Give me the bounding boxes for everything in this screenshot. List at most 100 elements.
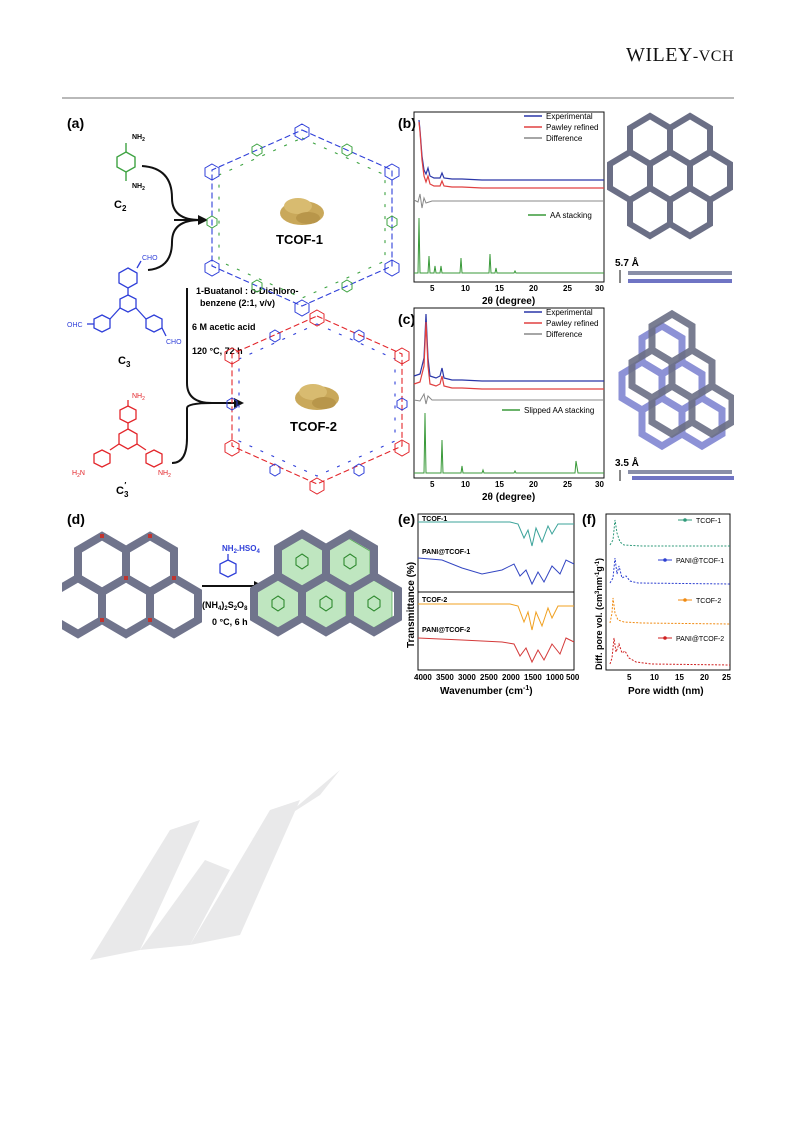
xlabel-c: 2θ (degree) — [482, 492, 535, 503]
legend-b-stacking: AA stacking — [550, 211, 592, 220]
panel-a-label: (a) — [67, 115, 84, 131]
tcof2-powder — [295, 384, 339, 410]
honeycomb-after-fill — [255, 537, 393, 631]
legend-c-pawley: Pawley refined — [546, 319, 598, 328]
legend-f-pani-tcof2: PANI@TCOF-2 — [676, 636, 724, 643]
tcof1-powder — [280, 198, 324, 225]
panel-f-label: (f) — [582, 511, 596, 527]
product-tcof1: TCOF-1 — [276, 232, 323, 247]
tick-c-15: 15 — [495, 480, 504, 489]
tcof2-nodes — [224, 309, 410, 495]
legend-c-experimental: Experimental — [546, 308, 593, 317]
condition-temp: 120 °C, 72 h — [192, 346, 243, 356]
honeycomb-before-accents — [100, 534, 176, 622]
c3-cho-right: CHO — [166, 339, 182, 346]
honeycomb-before — [62, 531, 202, 639]
tcof2-blue-linkers — [226, 329, 408, 477]
pxrd-c-pawley — [413, 321, 604, 390]
legend-f-pani-tcof1: PANI@TCOF-1 — [676, 558, 724, 565]
layer-c-bottom — [632, 476, 734, 480]
product-tcof2: TCOF-2 — [290, 419, 337, 434]
tick-e-1000: 1000 — [546, 673, 564, 682]
tick-b-25: 25 — [563, 284, 572, 293]
tick-e-3000: 3000 — [458, 673, 476, 682]
legend-c-difference: Difference — [546, 330, 583, 339]
xlabel-f: Pore width (nm) — [628, 686, 704, 697]
ftir-pani-tcof1 — [417, 557, 575, 586]
panel-e-plot: TCOF-1 PANI@TCOF-1 TCOF-2 PANI@TCOF-2 40… — [406, 513, 580, 697]
brace-bottom — [171, 402, 213, 464]
honeycomb-after — [250, 529, 402, 637]
tick-e-3500: 3500 — [436, 673, 454, 682]
tick-f-15: 15 — [675, 673, 684, 682]
panel-b-plot: Experimental Pawley refined Difference A… — [413, 111, 605, 307]
legend-b-difference: Difference — [546, 134, 583, 143]
pxrd-b-pawley — [418, 121, 604, 189]
legend-f-tcof2: TCOF-2 — [696, 598, 721, 605]
tick-b-5: 5 — [430, 284, 435, 293]
interlayer-b: 5.7 Å — [615, 256, 639, 269]
pxrd-c-difference — [413, 392, 604, 405]
c3p-h2n-left: H2N — [72, 470, 85, 479]
condition-acid: 6 M acetic acid — [192, 322, 256, 332]
monomer-c3-prime — [93, 400, 163, 468]
arrow-top-head — [198, 215, 208, 225]
reaction-conditions: 1-Buatanol : o-Dichloro- benzene (2:1, v… — [192, 286, 299, 356]
interlayer-c: 3.5 Å — [615, 456, 639, 469]
panel-f-plot: TCOF-1 PANI@TCOF-1 TCOF-2 PANI@TCOF-2 5 … — [594, 513, 731, 697]
psd-pani-tcof1 — [609, 557, 731, 585]
panel-b-label: (b) — [398, 115, 416, 131]
tick-e-500: 500 — [566, 673, 580, 682]
reagent-label: NH2.HSO4 — [222, 544, 260, 555]
trace-label-pani-tcof1: PANI@TCOF-1 — [422, 549, 470, 556]
label-c3: C3 — [118, 355, 131, 369]
ylabel-f: Diff. pore vol. (cm3nm-1g-1) — [594, 558, 604, 670]
tick-e-1500: 1500 — [524, 673, 542, 682]
oxidant-label: (NH4)2S2O8 — [202, 600, 248, 612]
monomer-c3 — [87, 260, 167, 337]
condition-d: 0 °C, 6 h — [212, 617, 248, 627]
figure: (a) NH2 NH2 C2 CHO OHC CHO C3 1-Buatanol… — [62, 111, 734, 697]
ylabel-e: Transmittance (%) — [406, 562, 417, 648]
psd-tcof1 — [609, 519, 730, 547]
pxrd-b-aa-stacking — [414, 217, 604, 274]
reagent-aniline — [219, 554, 237, 578]
pxrd-b-difference — [413, 193, 604, 209]
tick-b-20: 20 — [529, 284, 538, 293]
c3-cho-top: CHO — [142, 255, 158, 262]
pani-chains — [271, 553, 381, 612]
tick-b-15: 15 — [495, 284, 504, 293]
publisher-logo: WILEY-VCH — [626, 44, 734, 67]
panel-c-plot: Experimental Pawley refined Difference S… — [413, 307, 605, 503]
legend-c-stacking: Slipped AA stacking — [524, 406, 594, 415]
label-c2: C2 — [114, 199, 127, 213]
structure-c-honeycomb — [618, 309, 734, 451]
ftir-pani-tcof2 — [417, 637, 575, 664]
tick-b-30: 30 — [595, 284, 604, 293]
legend-f-tcof1: TCOF-1 — [696, 518, 721, 525]
condition-solvent-1: 1-Buatanol : o-Dichloro- — [196, 286, 299, 296]
label-c3-prime: C3′ — [116, 481, 129, 499]
tick-c-25: 25 — [563, 480, 572, 489]
tcof1-nodes — [204, 123, 400, 317]
c3p-nh2-top: NH2 — [132, 393, 145, 402]
condition-solvent-2: benzene (2:1, v/v) — [200, 298, 275, 308]
layer-b-top — [628, 271, 732, 275]
tick-c-5: 5 — [430, 480, 435, 489]
tick-e-2000: 2000 — [502, 673, 520, 682]
structure-b-honeycomb — [607, 112, 733, 240]
xlabel-b: 2θ (degree) — [482, 296, 535, 307]
tick-e-2500: 2500 — [480, 673, 498, 682]
c2-nh2-bottom: NH2 — [132, 183, 145, 192]
tick-f-10: 10 — [650, 673, 659, 682]
ftir-tcof2 — [418, 603, 574, 631]
panel-d-label: (d) — [67, 511, 85, 527]
tick-c-30: 30 — [595, 480, 604, 489]
trace-label-tcof2: TCOF-2 — [422, 597, 447, 604]
tick-f-25: 25 — [722, 673, 731, 682]
c2-nh2-top: NH2 — [132, 134, 145, 143]
panel-c-label: (c) — [398, 311, 415, 327]
monomer-c2 — [116, 143, 136, 181]
tick-b-10: 10 — [461, 284, 470, 293]
tick-c-20: 20 — [529, 480, 538, 489]
